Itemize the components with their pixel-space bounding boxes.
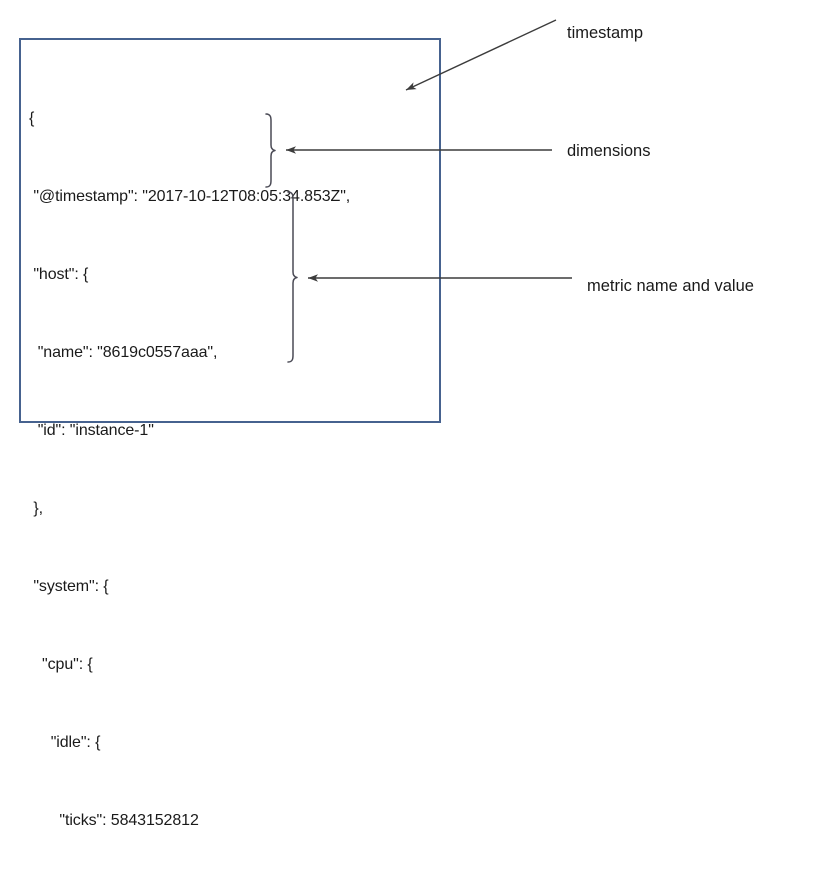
json-line-host-id: "id": "instance-1" — [29, 422, 154, 439]
annotation-label-metric: metric name and value — [587, 277, 754, 295]
json-line-host-open: "host": { — [29, 266, 89, 283]
json-line-idle-open: "idle": { — [29, 734, 101, 751]
json-document-box: { "@timestamp": "2017-10-12T08:05:34.853… — [19, 38, 441, 829]
json-line-system-open: "system": { — [29, 578, 109, 595]
annotation-label-timestamp: timestamp — [567, 24, 644, 42]
json-line-cpu-open: "cpu": { — [29, 656, 93, 673]
json-code-block: { "@timestamp": "2017-10-12T08:05:34.853… — [29, 54, 350, 874]
json-line-host-close: }, — [29, 500, 43, 517]
json-line-ticks: "ticks": 5843152812 — [29, 812, 199, 829]
json-line-host-name: "name": "8619c0557aaa", — [29, 344, 218, 361]
json-line: { — [29, 110, 35, 127]
diagram-canvas: { "@timestamp": "2017-10-12T08:05:34.853… — [19, 19, 754, 829]
annotation-label-dimensions: dimensions — [567, 142, 651, 160]
json-line-timestamp: "@timestamp": "2017-10-12T08:05:34.853Z"… — [29, 188, 351, 205]
